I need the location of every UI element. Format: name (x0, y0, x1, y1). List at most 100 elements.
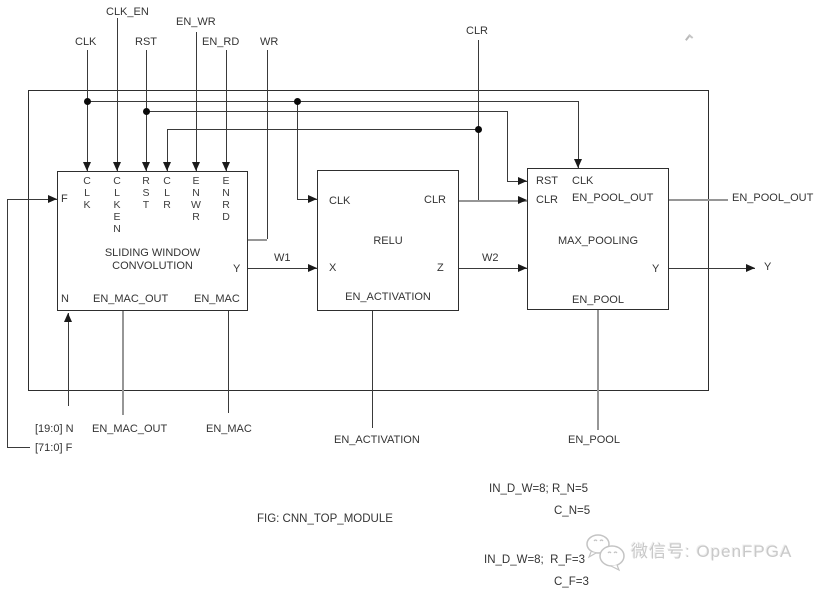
wire (669, 199, 728, 201)
wire (459, 268, 527, 269)
port-label-en-mac-out: EN_MAC_OUT (92, 423, 168, 435)
arrowhead (222, 162, 230, 171)
conv-pin-clken: C L K E N (113, 175, 121, 235)
pool-pin-y: Y (652, 263, 660, 275)
pool-pin-en-pool-out: EN_POOL_OUT (572, 192, 654, 204)
relu-pin-z: Z (437, 262, 444, 274)
pool-pin-rst: RST (536, 175, 558, 187)
wire (146, 111, 507, 112)
relu-block-title: RELU (373, 235, 403, 247)
wire-label-w2: W2 (482, 252, 499, 264)
port-label-f: [71:0] F (35, 442, 73, 454)
junction-dot (475, 126, 482, 133)
arrowhead (746, 264, 755, 272)
wire (167, 129, 478, 130)
param-line-1: IN_D_W=8; R_N=5 (489, 483, 589, 495)
wire (597, 310, 599, 430)
wire (297, 199, 317, 200)
wire (122, 311, 124, 415)
wire (87, 101, 578, 102)
arrowhead (83, 162, 91, 171)
pool-pin-clr: CLR (536, 194, 559, 206)
wire (669, 268, 755, 269)
wire (248, 239, 267, 241)
arrowhead (308, 264, 317, 272)
arrowhead (142, 162, 150, 171)
junction-dot (84, 98, 91, 105)
pool-pin-en-pool: EN_POOL (572, 294, 624, 306)
port-label-en-activation: EN_ACTIVATION (334, 434, 420, 446)
relu-pin-x: X (329, 262, 337, 274)
conv-pin-enwr: E N W R (191, 175, 201, 223)
arrowhead (574, 159, 582, 168)
port-label-en-mac: EN_MAC (206, 423, 252, 435)
conv-block (57, 171, 248, 311)
wire (578, 101, 579, 168)
figure-caption: FIG: CNN_TOP_MODULE (257, 513, 393, 525)
conv-block-title: SLIDING WINDOW CONVOLUTION (104, 247, 201, 272)
signal-label-clk-en: CLK_EN (106, 6, 149, 18)
wire-label-w1: W1 (274, 252, 291, 264)
port-label-en-pool: EN_POOL (568, 434, 620, 446)
wire (372, 311, 373, 428)
port-label-n: [19:0] N (35, 423, 74, 435)
conv-pin-rst: R S T (142, 175, 150, 211)
arrowhead (518, 196, 527, 204)
arrowhead (163, 162, 171, 171)
conv-pin-clr: C L R (163, 175, 171, 211)
wire (248, 268, 317, 269)
wire (507, 111, 508, 181)
max-pooling-block (527, 168, 669, 310)
wire-label-en-pool-out: EN_POOL_OUT (732, 192, 814, 204)
junction-dot (294, 98, 301, 105)
signal-label-rst: RST (135, 36, 157, 48)
relu-pin-clr: CLR (424, 194, 447, 206)
wire (117, 18, 118, 171)
wire (478, 40, 479, 200)
arrowhead (64, 313, 72, 322)
wire (7, 199, 8, 447)
arrowhead (308, 195, 317, 203)
conv-pin-en-mac: EN_MAC (194, 293, 240, 305)
arrowhead (192, 162, 200, 171)
param-line-3: IN_D_W=8; R_F=3 (484, 554, 585, 566)
max-pooling-block-title: MAX_POOLING (557, 235, 639, 247)
relu-pin-en-activation: EN_ACTIVATION (345, 291, 431, 303)
junction-dot (143, 108, 150, 115)
conv-pin-y: Y (233, 263, 241, 275)
signal-label-en-wr: EN_WR (176, 16, 216, 28)
stray-mark (685, 34, 691, 41)
wire (226, 50, 227, 171)
relu-pin-clk: CLK (329, 195, 351, 207)
arrowhead (113, 162, 121, 171)
arrowhead (518, 264, 527, 272)
wire (267, 50, 268, 239)
top-module-boundary (28, 90, 709, 391)
wire (87, 50, 88, 171)
arrowhead (518, 177, 527, 185)
wechat-icon (586, 534, 625, 572)
wire (228, 311, 229, 413)
relu-block (317, 170, 459, 311)
wire (7, 199, 57, 200)
watermark-text: 微信号: OpenFPGA (631, 542, 793, 561)
conv-pin-f: F (61, 193, 68, 205)
conv-pin-n: N (61, 293, 69, 305)
param-line-4: C_F=3 (554, 576, 589, 588)
arrowhead (48, 195, 57, 203)
wire-label-y-out: Y (764, 261, 772, 273)
wire (7, 447, 30, 448)
pool-pin-clk: CLK (572, 175, 594, 187)
conv-pin-en-mac-out: EN_MAC_OUT (93, 293, 169, 305)
signal-label-clk: CLK (75, 36, 97, 48)
signal-label-clr: CLR (466, 25, 489, 37)
wire (167, 129, 168, 171)
param-line-2: C_N=5 (554, 505, 591, 517)
conv-pin-clk: C L K (83, 175, 91, 211)
wire (459, 200, 527, 202)
signal-label-en-rd: EN_RD (202, 36, 240, 48)
wire (507, 181, 527, 182)
signal-label-wr: WR (260, 36, 279, 48)
conv-pin-enrd: E N R D (222, 175, 230, 223)
